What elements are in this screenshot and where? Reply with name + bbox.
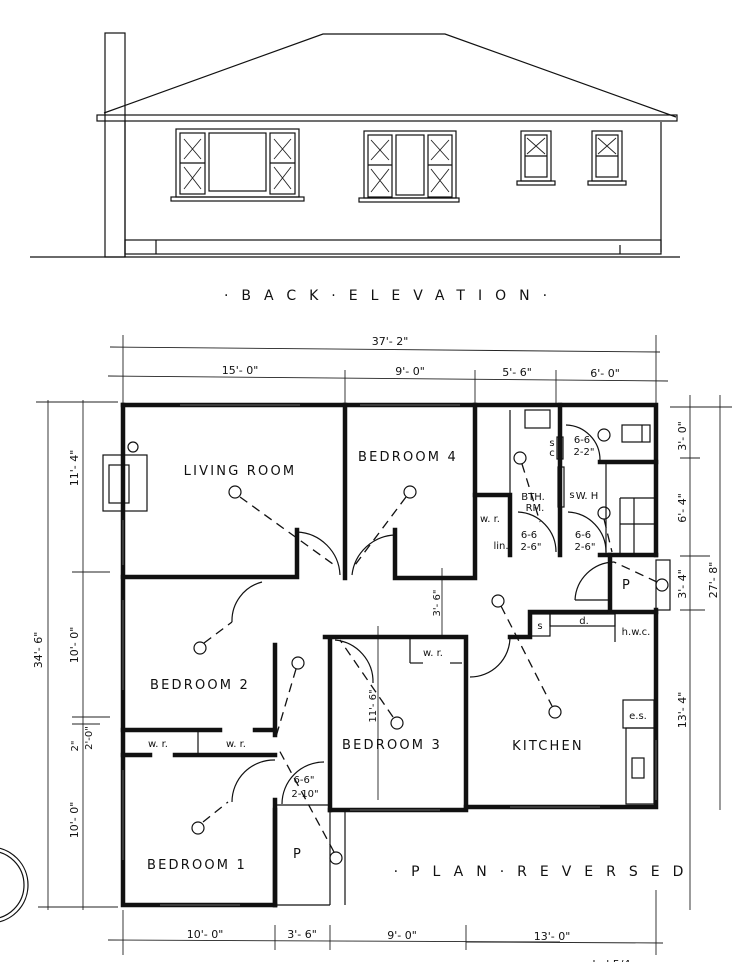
- label-drainer: d.: [579, 616, 589, 627]
- dim-left-4: 2'-0": [84, 726, 95, 750]
- label-sc-c: c: [549, 448, 555, 459]
- chimney: [104, 32, 126, 258]
- dim-left-5: 10'- 0": [68, 802, 81, 839]
- dim-left-3: 2": [70, 741, 81, 752]
- label-electric-stove: e.s.: [629, 711, 647, 722]
- dim-right-1: 3'- 0": [676, 421, 689, 451]
- elevation-window-2: [358, 130, 460, 203]
- foundation-plinth: [124, 239, 662, 255]
- label-wh-s: s: [569, 490, 574, 501]
- label-wardrobe-bed2a: w. r.: [148, 739, 168, 750]
- dim-top-3: 5'- 6": [502, 366, 532, 379]
- dim-right-overall: 27'- 8": [707, 562, 720, 599]
- label-wardrobe-bed2b: w. r.: [226, 739, 246, 750]
- room-living-room: LIVING ROOM: [184, 464, 297, 479]
- dim-bed3: 11'- 6": [368, 689, 379, 722]
- label-wardrobe-bed4: w. r.: [480, 514, 500, 525]
- dim-bottom-1: 10'- 0": [187, 928, 224, 941]
- fascia: [96, 114, 678, 122]
- elevation-window-4: [587, 130, 627, 186]
- room-bath-line1: BTH.: [521, 492, 545, 503]
- label-sc-s: s: [549, 438, 554, 449]
- room-bath-line2: RM.: [526, 503, 545, 514]
- door-size-wc-w: 2-2": [574, 447, 595, 458]
- dim-right-2: 6'- 4": [676, 493, 689, 523]
- label-pantry-1: P: [293, 847, 303, 862]
- dim-bottom-3: 9'- 0": [387, 929, 417, 942]
- door-swings: [231, 424, 615, 805]
- dim-top-overall: 37'- 2": [372, 335, 409, 348]
- floor-plan-walls: [102, 402, 671, 908]
- dim-bottom-4: 13'- 0": [534, 930, 571, 943]
- door-size-bath-w: 2-6": [521, 542, 542, 553]
- room-bedroom-2: BEDROOM 2: [150, 678, 250, 693]
- door-size-p1-h: 6-6": [294, 775, 315, 786]
- elevation-window-3: [516, 130, 556, 186]
- room-bedroom-1: BEDROOM 1: [147, 858, 247, 873]
- fixture-labels: w. r. w. r. w. r. w. r. lin. P P s d. h.…: [148, 435, 650, 862]
- dim-bottom-2: 3'- 6": [287, 928, 317, 941]
- door-size-wc-h: 6-6: [574, 435, 590, 446]
- door-size-p1-w: 2-10": [291, 789, 318, 800]
- dim-right-4: 13'- 4": [676, 692, 689, 729]
- dimension-lines: 37'- 2" 15'- 0" 9'- 0" 5'- 6" 6'- 0" 10'…: [32, 335, 732, 955]
- label-linen: lin.: [493, 541, 508, 552]
- room-water-heater: W. H: [576, 491, 599, 502]
- room-labels: LIVING ROOM BEDROOM 4 BEDROOM 2 BEDROOM …: [147, 450, 598, 873]
- room-bedroom-4: BEDROOM 4: [358, 450, 458, 465]
- dim-hall: 3'- 6": [432, 590, 443, 617]
- dim-top-1: 15'- 0": [222, 364, 259, 377]
- dim-right-3: 3'- 4": [676, 569, 689, 599]
- label-pantry-2: P: [622, 578, 632, 593]
- label-hot-water-cylinder: h.w.c.: [622, 627, 651, 638]
- hip-roof: [103, 33, 677, 118]
- back-elevation-title: ·BACK·ELEVATION·: [224, 288, 560, 304]
- dim-top-2: 9'- 0": [395, 365, 425, 378]
- door-size-wh-h: 6-6: [575, 530, 591, 541]
- elevation-window-1: [170, 128, 305, 202]
- back-elevation: ·BACK·ELEVATION·: [30, 32, 680, 304]
- label-sink: s: [537, 621, 542, 632]
- dim-left-1: 11'- 4": [68, 450, 81, 487]
- dim-left-overall: 34'- 6": [32, 632, 45, 669]
- amendment-note: amended 5/4 a.r.w.: [557, 958, 662, 962]
- room-kitchen: KITCHEN: [512, 739, 584, 754]
- label-wardrobe-bed3: w. r.: [423, 648, 443, 659]
- plan-title: ·PLAN·REVERSED: [394, 864, 697, 880]
- door-size-bath-h: 6-6: [521, 530, 537, 541]
- fireplace: [102, 454, 148, 512]
- door-size-wh-w: 2-6": [575, 542, 596, 553]
- electrical-layout: [191, 428, 669, 865]
- seal-stamp: [0, 847, 29, 923]
- room-bedroom-3: BEDROOM 3: [342, 738, 442, 753]
- dim-left-2: 10'- 0": [68, 627, 81, 664]
- dim-top-4: 6'- 0": [590, 367, 620, 380]
